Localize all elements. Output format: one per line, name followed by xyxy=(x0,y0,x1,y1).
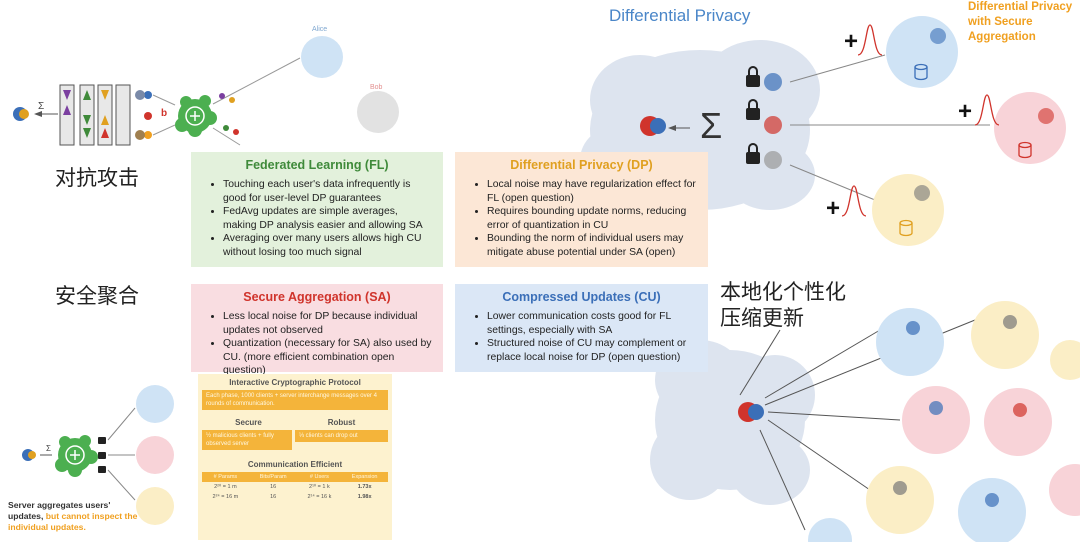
server-plus-icon xyxy=(55,435,98,477)
label-secure-aggregation: 安全聚合 xyxy=(55,284,139,308)
protocol-props: Secure ½ malicious clients + fully obser… xyxy=(202,418,388,450)
secure-col: Secure ½ malicious clients + fully obser… xyxy=(202,418,295,450)
table-cell: 2²⁴ = 16 m xyxy=(212,494,239,500)
cu-list: Lower communication costs good for FL se… xyxy=(465,310,698,364)
sa-bottom-diagram xyxy=(22,385,174,525)
comm-label: Communication Efficient xyxy=(247,460,343,469)
list-item: Lower communication costs good for FL se… xyxy=(487,310,698,337)
list-item: Structured noise of CU may complement or… xyxy=(487,337,698,364)
table-cell: 2¹⁰ = 1 k xyxy=(309,484,330,490)
cu-title: Compressed Updates (CU) xyxy=(502,290,661,304)
protocol-table: # Params Bits/Param # Users Expansion 2²… xyxy=(202,472,388,502)
server-aggregates-note: Server aggregates users' updates, but ca… xyxy=(8,500,148,533)
plus-sign-2: + xyxy=(958,98,973,125)
robust-desc: ⅓ clients can drop out xyxy=(295,430,388,442)
note-part-2: but cannot inspect the individual update… xyxy=(8,511,138,532)
table-cell: 16 xyxy=(270,484,277,490)
dp-server-brain-icon xyxy=(640,116,666,136)
sigma-small: Σ xyxy=(38,101,45,112)
protocol-intro: Each phase, 1000 clients + server interc… xyxy=(202,390,388,410)
label-line-1: 本地化个性化 xyxy=(720,280,846,304)
secure-label: Secure xyxy=(235,418,262,427)
dp-box: Differential Privacy (DP) Local noise ma… xyxy=(455,152,708,267)
database-icon xyxy=(899,63,1032,237)
table-row: 2²⁰ = 1 m 16 2¹⁰ = 1 k 1.73x xyxy=(202,482,388,492)
fl-box: Federated Learning (FL) Touching each us… xyxy=(191,152,443,267)
dp-title: Differential Privacy xyxy=(609,6,751,25)
robust-col: Robust ⅓ clients can drop out xyxy=(295,418,388,450)
list-item: Quantization (necessary for SA) also use… xyxy=(223,337,433,378)
dp-sa-corner-label: Differential Privacy with Secure Aggrega… xyxy=(968,1,1073,43)
alice-label: Alice xyxy=(312,26,328,33)
robust-label: Robust xyxy=(327,418,356,427)
note-part-1: Server aggregates users' updates, xyxy=(8,500,111,521)
table-header: # Params xyxy=(202,472,249,482)
list-item: Local noise may have regularization effe… xyxy=(487,178,698,205)
table-header-row: # Params Bits/Param # Users Expansion xyxy=(202,472,388,482)
dp-list: Local noise may have regularization effe… xyxy=(465,178,698,260)
table-cell: 16 xyxy=(270,494,277,500)
label-line-2: 压缩更新 xyxy=(720,306,804,330)
secure-desc: ½ malicious clients + fully observed ser… xyxy=(202,430,292,450)
protocol-title: Interactive Cryptographic Protocol xyxy=(229,378,361,387)
cu-box: Compressed Updates (CU) Lower communicat… xyxy=(455,284,708,372)
label-adversarial-attack: 对抗攻击 xyxy=(55,166,139,190)
bob-label: Bob xyxy=(370,84,383,91)
list-item: FedAvg updates are simple averages, maki… xyxy=(223,205,433,232)
label-personalized-compression: 本地化个性化 压缩更新 xyxy=(720,279,846,331)
table-cell: 2¹⁴ = 16 k xyxy=(307,494,332,500)
table-cell: 1.98x xyxy=(357,494,372,500)
personalization-diagram xyxy=(650,301,1080,542)
list-item: Touching each user's data infrequently i… xyxy=(223,178,433,205)
list-item: Less local noise for DP because individu… xyxy=(223,310,433,337)
list-item: Averaging over many users allows high CU… xyxy=(223,232,433,259)
sigma-large: Σ xyxy=(700,105,723,146)
sa-list: Less local noise for DP because individu… xyxy=(201,310,433,378)
plus-sign-1: + xyxy=(844,28,859,55)
fl-list: Touching each user's data infrequently i… xyxy=(201,178,433,260)
dp-box-title: Differential Privacy (DP) xyxy=(510,158,653,172)
gaussian-noise-icon xyxy=(841,24,1000,217)
table-header: Bits/Param xyxy=(248,472,298,482)
sigma-bottom: Σ xyxy=(46,444,51,453)
sa-box: Secure Aggregation (SA) Less local noise… xyxy=(191,284,443,376)
lock-icon xyxy=(746,66,760,164)
fl-title: Federated Learning (FL) xyxy=(245,158,389,172)
table-header: # Users xyxy=(297,472,342,482)
list-item: Bounding the norm of individual users ma… xyxy=(487,232,698,259)
sa-title: Secure Aggregation (SA) xyxy=(243,290,391,304)
server-plus-icon xyxy=(175,95,217,137)
protocol-panel: Interactive Cryptographic Protocol Each … xyxy=(198,374,392,540)
list-item: Requires bounding update norms, reducing… xyxy=(487,205,698,232)
plus-sign-3: + xyxy=(826,195,841,222)
table-cell: 2²⁰ = 1 m xyxy=(214,484,237,490)
letter-b: b xyxy=(161,108,168,119)
table-row: 2²⁴ = 16 m 16 2¹⁴ = 16 k 1.98x xyxy=(202,492,388,502)
table-header: Expansion xyxy=(341,472,388,482)
fl-top-diagram xyxy=(13,36,399,146)
table-cell: 1.73x xyxy=(357,484,372,490)
